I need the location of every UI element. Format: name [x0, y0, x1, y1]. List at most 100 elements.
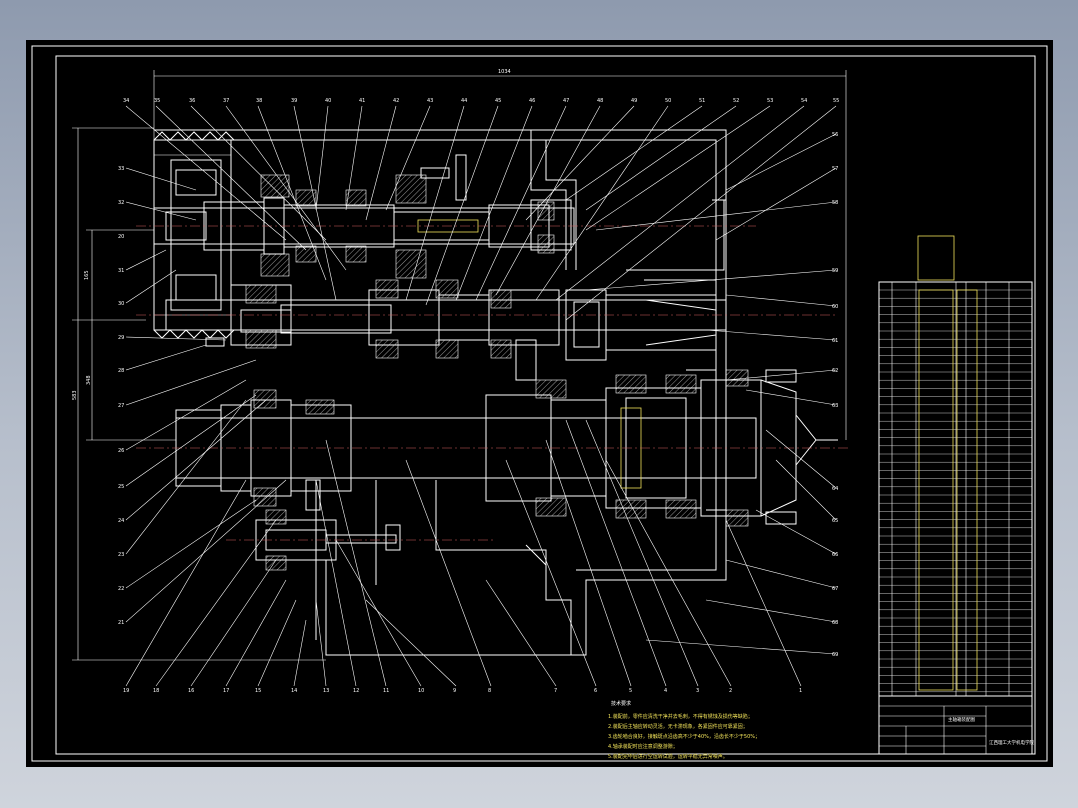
note-line-3: 3.齿轮啮合良好，接触斑点沿齿高不少于40%，沿齿长不少于50%；	[608, 733, 760, 740]
balloon: 3	[696, 688, 699, 694]
balloon: 24	[118, 518, 124, 524]
balloon: 33	[118, 166, 124, 172]
balloon: 8	[488, 688, 491, 694]
balloon: 18	[153, 688, 159, 694]
balloon: 25	[118, 484, 124, 490]
note-line-5: 5.装配完毕后进行空运转试验，运转平稳无异常噪声。	[608, 753, 728, 760]
balloon: 21	[118, 620, 124, 626]
left-dim-1: 165	[84, 270, 90, 280]
inner-frame	[55, 55, 1036, 755]
balloon: 29	[118, 335, 124, 341]
centre-lines	[136, 225, 848, 541]
balloon: 2	[729, 688, 732, 694]
balloon: 36	[189, 98, 195, 104]
balloon: 43	[427, 98, 433, 104]
balloons-bottom: 19 18 16 17 15 14 13 12 11 10 9 8 7 6 5 …	[123, 688, 802, 694]
balloon: 4	[664, 688, 667, 694]
balloon: 7	[554, 688, 557, 694]
lower-shaft-assembly	[255, 479, 547, 600]
balloon: 19	[123, 688, 129, 694]
balloon: 50	[665, 98, 671, 104]
balloon: 48	[597, 98, 603, 104]
balloon: 22	[118, 586, 124, 592]
balloon: 58	[832, 200, 838, 206]
balloon: 41	[359, 98, 365, 104]
balloon: 26	[118, 448, 124, 454]
balloon: 42	[393, 98, 399, 104]
balloon: 20	[118, 234, 124, 240]
balloon: 54	[801, 98, 807, 104]
intermediate-shaft	[165, 279, 727, 381]
note-line-2: 2.装配后主轴应转动灵活，无卡滞现象，各紧固件应可靠紧固；	[608, 723, 748, 730]
input-shaft	[153, 154, 575, 279]
balloon: 67	[832, 586, 838, 592]
balloon: 1	[799, 688, 802, 694]
balloon: 13	[323, 688, 329, 694]
title-block: 主轴箱装配图 江西理工大学机电学院	[878, 695, 1034, 755]
balloon: 28	[118, 368, 124, 374]
balloon: 69	[832, 652, 838, 658]
assembly-drawing: 1034 165 348 583	[31, 45, 1048, 762]
note-line-4: 4.轴承装配时应注意调整游隙；	[608, 743, 678, 750]
balloon: 68	[832, 620, 838, 626]
balloon: 52	[733, 98, 739, 104]
left-dim-2: 348	[86, 375, 92, 385]
balloon: 10	[418, 688, 424, 694]
balloon: 53	[767, 98, 773, 104]
balloon: 46	[529, 98, 535, 104]
balloon: 59	[832, 268, 838, 274]
balloon: 63	[832, 403, 838, 409]
balloon: 23	[118, 552, 124, 558]
balloon: 32	[118, 200, 124, 206]
balloon: 39	[291, 98, 297, 104]
balloon: 65	[832, 518, 838, 524]
leader-lines-bottom	[125, 419, 802, 687]
balloon: 27	[118, 403, 124, 409]
leader-lines-top	[125, 105, 837, 321]
balloons-right: 56 57 58 59 60 61 62 63 64 65 66 67 68 6…	[832, 132, 838, 658]
balloon: 34	[123, 98, 129, 104]
balloon: 9	[453, 688, 456, 694]
balloon: 30	[118, 301, 124, 307]
balloon: 14	[291, 688, 297, 694]
balloon: 61	[832, 338, 838, 344]
balloon: 40	[325, 98, 331, 104]
balloon: 44	[461, 98, 467, 104]
balloon: 15	[255, 688, 261, 694]
parts-list	[878, 235, 1033, 697]
balloon: 17	[223, 688, 229, 694]
balloons-top: 34 35 36 37 38 39 40 41 42 43 44 45 46 4…	[123, 98, 839, 104]
balloon: 37	[223, 98, 229, 104]
balloon: 66	[832, 552, 838, 558]
school-name: 江西理工大学机电学院	[989, 739, 1034, 746]
balloon: 38	[256, 98, 262, 104]
notes-title: 技术要求	[611, 700, 631, 707]
balloon: 60	[832, 304, 838, 310]
balloons-left: 33 32 31 30 29 28 27 26 25 24 23 22 21 2…	[118, 166, 124, 626]
balloon: 49	[631, 98, 637, 104]
balloon: 62	[832, 368, 838, 374]
balloon: 16	[188, 688, 194, 694]
balloon: 12	[353, 688, 359, 694]
balloon: 56	[832, 132, 838, 138]
technical-notes: 技术要求 1.装配前，零件应清洗干净并去毛刺，不得有锈蚀及损伤等缺陷； 2.装配…	[608, 700, 760, 760]
balloon: 57	[832, 166, 838, 172]
balloon: 5	[629, 688, 632, 694]
balloon: 47	[563, 98, 569, 104]
left-dim-3: 583	[72, 390, 78, 400]
balloon: 6	[594, 688, 597, 694]
note-line-1: 1.装配前，零件应清洗干净并去毛刺，不得有锈蚀及损伤等缺陷；	[608, 713, 753, 720]
balloon: 11	[383, 688, 389, 694]
left-dimensions: 165 348 583	[72, 127, 326, 661]
balloon: 35	[154, 98, 160, 104]
drawing-title: 主轴箱装配图	[948, 716, 975, 723]
leader-lines-side	[125, 133, 837, 655]
balloon: 31	[118, 268, 124, 274]
balloon: 64	[832, 486, 838, 492]
balloon: 55	[833, 98, 839, 104]
balloon: 51	[699, 98, 705, 104]
balloon: 45	[495, 98, 501, 104]
outer-frame	[31, 45, 1048, 762]
overall-dim-text: 1034	[498, 69, 511, 75]
drawing-sheet: 1034 165 348 583	[26, 40, 1053, 767]
